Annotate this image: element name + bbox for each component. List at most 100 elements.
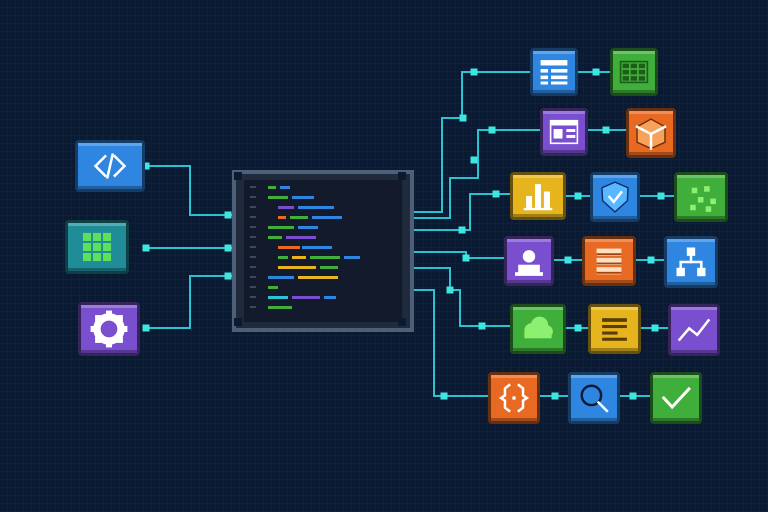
code-token — [344, 256, 360, 259]
user-icon — [515, 250, 543, 276]
code-token — [286, 236, 316, 239]
line-number — [250, 236, 256, 238]
wire-node — [551, 392, 559, 400]
line-number — [250, 246, 256, 248]
code-braces-tile — [488, 372, 540, 424]
wire-node — [142, 244, 150, 252]
wire-node — [651, 324, 659, 332]
wire-node — [470, 68, 478, 76]
shield-tile — [590, 172, 640, 222]
wire-node — [492, 190, 500, 198]
code-token — [280, 186, 290, 189]
spreadsheet-icon — [619, 60, 649, 84]
layout-icon — [549, 119, 579, 145]
connector-wires — [142, 68, 674, 400]
layout-tile — [540, 108, 588, 156]
bar-chart-icon — [523, 184, 553, 211]
wire-node — [574, 324, 582, 332]
code-token — [298, 276, 338, 279]
cluster-icon — [690, 186, 716, 212]
wire-node — [592, 68, 600, 76]
wire-node — [478, 322, 486, 330]
wire-node — [564, 256, 572, 264]
wire-node — [647, 256, 655, 264]
wire-node — [459, 114, 467, 122]
wire — [412, 289, 488, 397]
line-number — [250, 286, 256, 288]
line-number — [250, 216, 256, 218]
wire — [146, 275, 234, 329]
frame-corner — [398, 172, 406, 180]
gear-tile — [78, 302, 140, 356]
line-number — [250, 186, 256, 188]
code-token — [268, 306, 292, 309]
document-tile — [588, 304, 641, 354]
checkmark-tile — [650, 372, 702, 424]
wire-node — [142, 324, 150, 332]
frame-corner — [234, 318, 242, 326]
code-braces-icon — [498, 383, 530, 413]
wire-node — [440, 392, 448, 400]
code-token — [278, 266, 316, 269]
cluster-tile — [674, 172, 728, 222]
wire-node — [224, 211, 232, 219]
code-token — [292, 196, 314, 199]
cloud-icon — [524, 316, 553, 339]
line-number — [250, 256, 256, 258]
code-token — [298, 226, 318, 229]
code-token — [268, 196, 288, 199]
code-tag-icon — [93, 153, 127, 179]
code-token — [268, 286, 278, 289]
package-box-icon — [635, 118, 667, 150]
spreadsheet-tile — [610, 48, 658, 96]
user-tile — [504, 236, 554, 286]
grid-icon — [82, 232, 112, 262]
trend-line-icon — [677, 318, 711, 342]
wire-node — [657, 192, 665, 200]
line-number — [250, 306, 256, 308]
wire-node — [458, 226, 466, 234]
code-token — [268, 226, 294, 229]
wire-node — [574, 192, 582, 200]
grid-tile — [65, 220, 129, 274]
wire-node — [488, 126, 496, 134]
wire-node — [446, 286, 454, 294]
code-token — [324, 296, 336, 299]
code-token — [310, 256, 340, 259]
checkmark-icon — [661, 386, 692, 410]
line-number — [250, 206, 256, 208]
icon-tiles — [65, 48, 728, 424]
code-token — [290, 216, 308, 219]
code-token — [278, 256, 288, 259]
frame-corner — [398, 318, 406, 326]
code-token — [292, 256, 306, 259]
wire-node — [224, 272, 232, 280]
code-token — [278, 206, 294, 209]
code-token — [302, 246, 332, 249]
code-token — [268, 276, 294, 279]
code-token — [320, 266, 338, 269]
code-token — [268, 186, 276, 189]
wire-node — [470, 156, 478, 164]
network-tile — [664, 236, 718, 288]
line-number — [250, 266, 256, 268]
code-token — [278, 216, 286, 219]
search-icon — [580, 384, 609, 413]
wire — [412, 129, 540, 219]
code-tag-tile — [75, 140, 145, 192]
wire — [412, 193, 510, 231]
code-token — [278, 246, 300, 249]
database-icon — [596, 248, 622, 275]
code-token — [292, 296, 320, 299]
gear-icon — [90, 310, 128, 348]
network-icon — [676, 247, 706, 277]
code-editor-panel — [232, 170, 414, 332]
wire-node — [629, 392, 637, 400]
frame-corner — [234, 172, 242, 180]
table-icon — [540, 60, 568, 85]
code-token — [268, 236, 282, 239]
search-tile — [568, 372, 620, 424]
code-token — [298, 206, 334, 209]
document-icon — [602, 318, 627, 341]
